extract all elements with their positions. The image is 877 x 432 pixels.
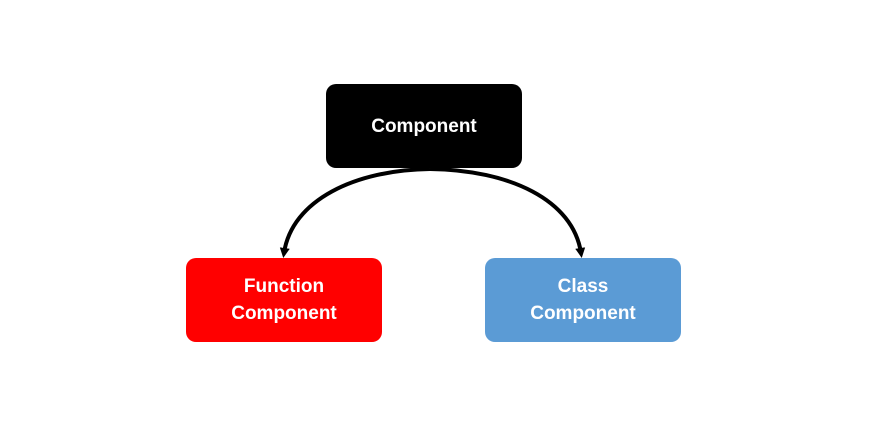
class-component-node-label: Class Component — [530, 276, 636, 324]
component-node-label: Component — [371, 115, 477, 137]
edge-root-to-class-component — [429, 167, 586, 258]
function-component-node-label: Function Component — [231, 276, 337, 324]
component-node: Component — [326, 84, 522, 168]
edge-root-to-function-component — [279, 167, 431, 258]
class-component-node: Class Component — [485, 258, 681, 342]
function-component-node: Function Component — [186, 258, 382, 342]
